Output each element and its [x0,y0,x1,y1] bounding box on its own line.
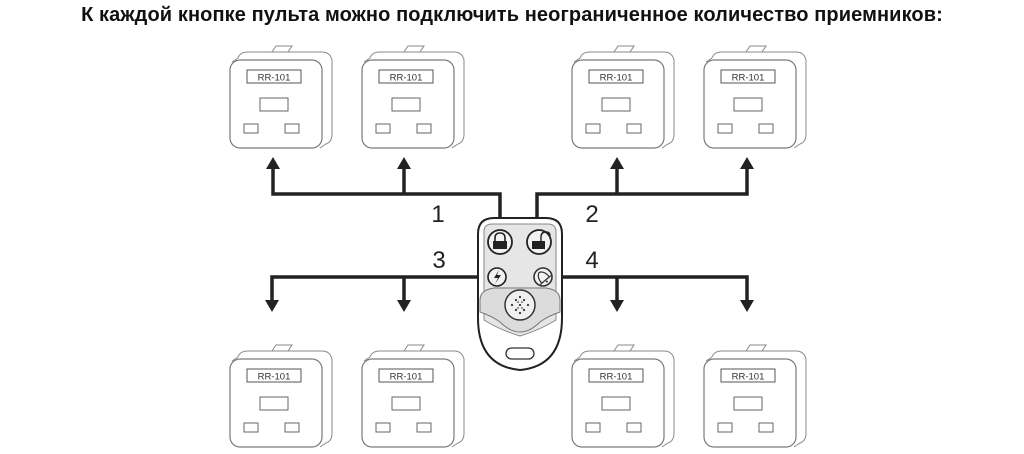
connection-line-1 [271,166,502,218]
keyring-slot [505,347,535,360]
lock-open-icon [532,231,551,249]
channel-number-1: 1 [431,201,444,228]
arrow-up-icon [740,157,754,169]
arrow-down-icon [740,300,754,312]
remote-button-1 [487,229,513,255]
remote-control [477,217,563,372]
receiver: RR-101 [229,344,333,448]
arrow-down-icon [610,300,624,312]
connection-line-2 [535,166,749,218]
receiver-label: RR-101 [258,372,291,383]
receiver: RR-101 [571,344,675,448]
arrow-up-icon [266,157,280,169]
speaker-dots-icon [510,295,530,315]
diagram-title: К каждой кнопке пульта можно подключить … [81,4,943,26]
bell-icon [537,271,552,286]
receiver-label: RR-101 [732,73,765,84]
receiver-label: RR-101 [390,73,423,84]
channel-number-4: 4 [585,247,598,274]
receiver: RR-101 [361,45,465,149]
receiver-label: RR-101 [600,73,633,84]
receiver-label: RR-101 [390,372,423,383]
arrow-up-icon [397,157,411,169]
channel-number-3: 3 [432,247,445,274]
receiver-label: RR-101 [732,372,765,383]
remote-button-4 [533,267,553,287]
connection-line-4 [563,275,749,303]
arrow-up-icon [610,157,624,169]
receiver: RR-101 [703,344,807,448]
receiver: RR-101 [361,344,465,448]
remote-button-2 [526,229,552,255]
receiver: RR-101 [229,45,333,149]
lightning-icon [494,270,501,284]
lock-closed-icon [493,232,507,249]
connection-line-3 [270,275,478,303]
receiver: RR-101 [703,45,807,149]
arrow-down-icon [397,300,411,312]
arrow-down-icon [265,300,279,312]
receiver-label: RR-101 [258,73,291,84]
channel-number-2: 2 [585,201,598,228]
remote-button-3 [487,267,507,287]
receiver-label: RR-101 [600,372,633,383]
receiver: RR-101 [571,45,675,149]
remote-center-button [504,289,536,321]
